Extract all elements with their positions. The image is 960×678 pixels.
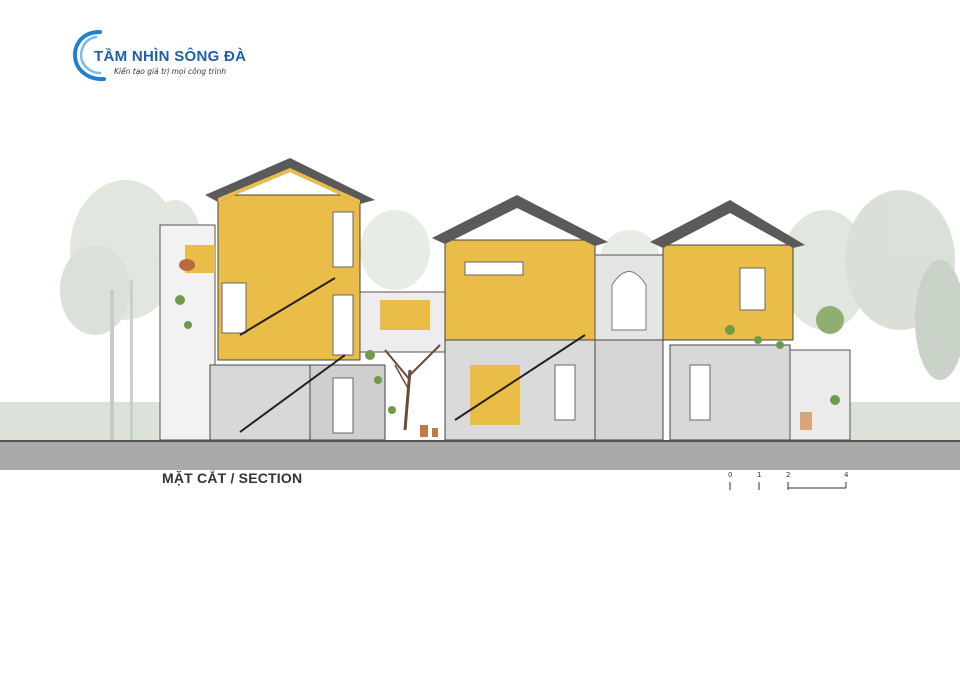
arch-window: [611, 271, 647, 331]
connector-railing: [380, 300, 430, 330]
building-1-window-lower: [332, 294, 354, 356]
company-logo: TẦM NHÌN SÔNG ĐÀ Kiến tạo giá trị mọi cô…: [70, 26, 290, 86]
brand-slogan: Kiến tạo giá trị mọi công trình: [114, 67, 227, 76]
building-1-side-window: [221, 282, 247, 334]
building-2-roof: [432, 195, 608, 246]
courtyard-tree: [384, 344, 441, 431]
ground-line: [0, 440, 960, 470]
scale-tick-label: 0: [728, 471, 733, 479]
gate-lower-block: [594, 339, 664, 441]
building-3-door: [689, 364, 711, 421]
building-2-clerestory-window: [464, 261, 524, 276]
building-3-ground-floor: [669, 344, 791, 441]
ground-stair-left: [239, 354, 346, 433]
scale-tick-label: 4: [844, 471, 849, 479]
scale-tick-label: 2: [786, 471, 791, 479]
scale-bar: 0 1 2 4: [722, 470, 862, 494]
building-2-door: [554, 364, 576, 421]
brand-name: TẦM NHÌN SÔNG ĐÀ: [94, 48, 247, 65]
building-3-window: [739, 267, 766, 311]
lower-door: [332, 377, 354, 434]
grass: [0, 402, 960, 444]
building-1-upper-stair: [239, 277, 336, 336]
section-drawing: [0, 158, 960, 470]
building-2-stair: [454, 334, 586, 421]
right-annex: [789, 349, 851, 441]
scale-tick-label: 1: [757, 471, 762, 479]
building-3-upper-floor: [662, 244, 794, 341]
section-title: MẶT CẮT / SECTION: [162, 470, 303, 486]
building-1-window-upper: [332, 211, 354, 268]
logo-swoosh-icon: [73, 30, 106, 82]
plant-pots: [179, 259, 812, 437]
scale-bar-lines: [729, 482, 847, 490]
building-3-roof: [650, 200, 805, 248]
greenery: [175, 295, 844, 414]
